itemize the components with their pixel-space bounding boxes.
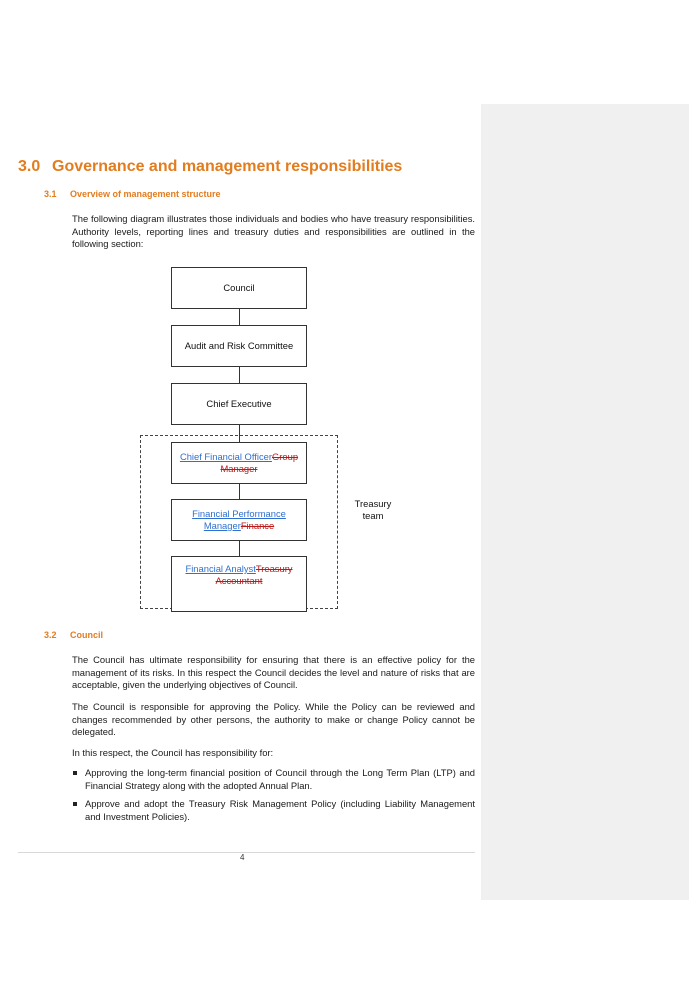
audit-committee-box: Audit and Risk Committee <box>171 325 307 367</box>
chief-executive-box: Chief Executive <box>171 383 307 425</box>
connector-line <box>239 367 240 383</box>
treasury-team-label: Treasury team <box>354 498 392 521</box>
tracked-insertion: Chief Financial Officer <box>179 451 272 462</box>
responsibility-list: Approving the long-term financial positi… <box>72 767 475 829</box>
tracked-deletion: Finance <box>240 520 275 531</box>
connector-line <box>239 425 240 442</box>
section-title: Governance and management responsibiliti… <box>52 158 403 175</box>
subsection-heading-overview: 3.1 Overview of management structure <box>44 189 221 199</box>
section-number: 3.0 <box>18 158 41 175</box>
subsection-number: 3.2 <box>44 630 57 640</box>
intro-paragraph: The following diagram illustrates those … <box>72 213 475 250</box>
council-paragraph: The Council has ultimate responsibility … <box>72 654 475 691</box>
page-number: 4 <box>240 853 245 862</box>
connector-line <box>239 484 240 499</box>
financial-analyst-label: Financial AnalystTreasury Accountant <box>176 563 302 587</box>
cfo-label: Chief Financial OfficerGroup Manager <box>176 451 302 475</box>
council-label: Council <box>223 282 255 293</box>
council-paragraph: In this respect, the Council has respons… <box>72 747 274 758</box>
subsection-number: 3.1 <box>44 189 57 199</box>
cfo-box: Chief Financial OfficerGroup Manager <box>171 442 307 484</box>
connector-line <box>239 541 240 556</box>
financial-performance-manager-label: Financial Performance ManagerFinance <box>176 508 302 532</box>
list-item: Approving the long-term financial positi… <box>72 767 475 792</box>
audit-committee-label: Audit and Risk Committee <box>184 340 294 351</box>
footer-divider <box>18 852 475 853</box>
financial-analyst-box: Financial AnalystTreasury Accountant <box>171 556 307 612</box>
council-paragraph: The Council is responsible for approving… <box>72 701 475 738</box>
council-box: Council <box>171 267 307 309</box>
comment-pane <box>481 104 689 900</box>
financial-performance-manager-box: Financial Performance ManagerFinance <box>171 499 307 541</box>
chief-executive-label: Chief Executive <box>206 398 272 409</box>
connector-line <box>239 309 240 325</box>
tracked-insertion: Financial Analyst <box>185 563 256 574</box>
subsection-title: Council <box>70 630 103 640</box>
tracked-insertion: Financial Performance Manager <box>192 508 286 531</box>
tracked-deletion: Treasury Accountant <box>215 563 293 586</box>
section-heading: 3.0 Governance and management responsibil… <box>18 158 402 176</box>
subsection-heading-council: 3.2 Council <box>44 630 103 640</box>
subsection-title: Overview of management structure <box>70 189 221 199</box>
list-item: Approve and adopt the Treasury Risk Mana… <box>72 798 475 823</box>
tracked-deletion: Group Manager <box>220 451 299 474</box>
